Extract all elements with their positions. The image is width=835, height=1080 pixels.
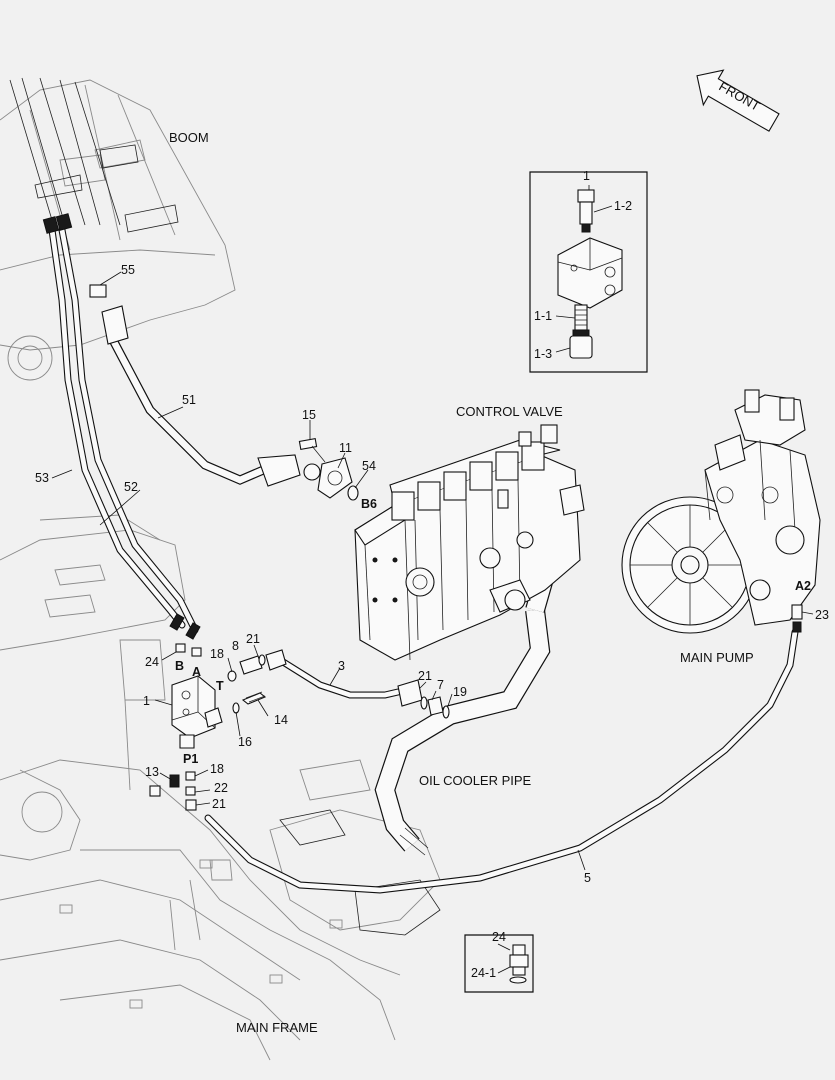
callout-7: 7: [437, 678, 444, 692]
callout-11: 11: [339, 441, 352, 455]
caption-main-frame: MAIN FRAME: [236, 1020, 318, 1035]
boom-fittings: [42, 213, 107, 298]
hose-5: [204, 628, 799, 894]
callout-19: 19: [453, 685, 467, 699]
caption-control-valve: CONTROL VALVE: [456, 404, 563, 419]
callout-24-inset: 24: [492, 930, 506, 944]
port-t: T: [216, 679, 224, 693]
caption-main-pump: MAIN PUMP: [680, 650, 754, 665]
callout-21-bot: 21: [212, 797, 226, 811]
hose-3: [276, 656, 402, 699]
callout-15: 15: [302, 408, 316, 422]
callout-24: 24: [145, 655, 159, 669]
callout-16: 16: [238, 735, 252, 749]
callout-21-top: 21: [246, 632, 260, 646]
callout-53: 53: [35, 471, 49, 485]
port-b6: B6: [361, 497, 377, 511]
caption-boom: BOOM: [169, 130, 209, 145]
callout-18-bot: 18: [210, 762, 224, 776]
callout-23: 23: [815, 608, 829, 622]
callout-54: 54: [362, 459, 376, 473]
valve-block-1: [171, 675, 223, 749]
callout-18-top: 18: [210, 647, 224, 661]
callout-1-valve: 1: [143, 694, 150, 708]
valve-spool-caps: [391, 424, 558, 521]
callout-52: 52: [124, 480, 138, 494]
leader-lines: [51, 185, 814, 974]
main-pump: [621, 389, 821, 634]
port-a2: A2: [795, 579, 811, 593]
callout-21-mid: 21: [418, 669, 432, 683]
callout-22: 22: [214, 781, 228, 795]
hose-51: [101, 305, 301, 487]
callout-5: 5: [584, 871, 591, 885]
callout-14: 14: [274, 713, 288, 727]
front-arrow-icon: [696, 69, 780, 132]
callout-8: 8: [232, 639, 239, 653]
callout-51: 51: [182, 393, 196, 407]
callout-13: 13: [145, 765, 159, 779]
port-a: A: [192, 665, 201, 679]
hose-52: [58, 226, 199, 634]
hose-53: [48, 226, 186, 629]
callout-3: 3: [338, 659, 345, 673]
flange-assembly: [298, 438, 359, 501]
main-frame-structure: [0, 514, 441, 1061]
port-p1: P1: [183, 752, 198, 766]
port-b: B: [175, 659, 184, 673]
callout-24-1: 24-1: [471, 966, 496, 980]
callout-1-2: 1-2: [614, 199, 632, 213]
inset-box-1: [529, 171, 648, 373]
callout-55: 55: [121, 263, 135, 277]
caption-oil-cooler-pipe: OIL COOLER PIPE: [419, 773, 532, 788]
inset-box-24: [464, 934, 534, 993]
control-valve: [354, 424, 585, 661]
callout-1-3: 1-3: [534, 347, 552, 361]
callout-1-1: 1-1: [534, 309, 552, 323]
callout-1-inset: 1: [583, 169, 590, 183]
small-fittings: [149, 604, 803, 811]
